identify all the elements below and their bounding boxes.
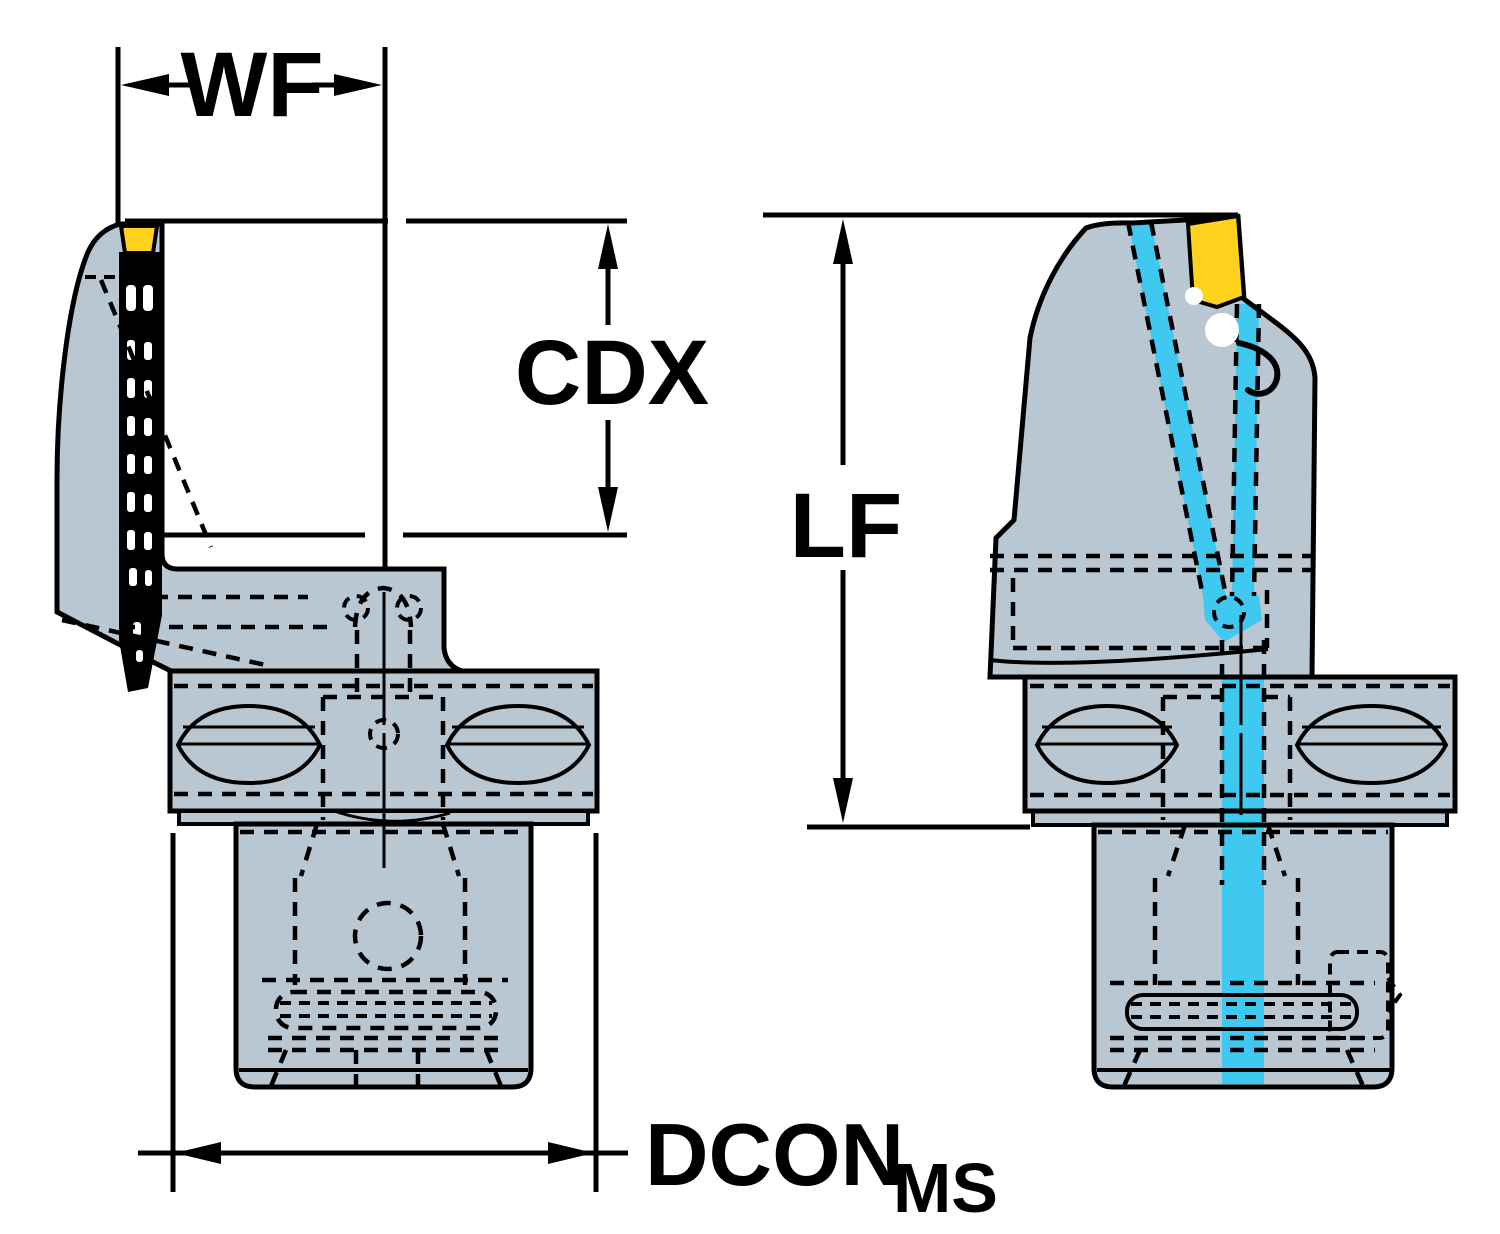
- dimension-lf: LF: [763, 212, 1238, 830]
- dimension-wf: WF: [115, 34, 388, 568]
- left-drive-slots: [175, 703, 592, 786]
- right-hidden-lines: [990, 221, 1450, 1087]
- right-serration-band: [1125, 993, 1359, 1031]
- cdx-label: CDX: [515, 322, 709, 424]
- lf-label: LF: [790, 475, 902, 577]
- left-collet: [233, 821, 534, 1090]
- left-centerline: [336, 592, 451, 868]
- dcon-sub-label: MS: [893, 1149, 998, 1227]
- dcon-label: DCON: [645, 1105, 904, 1204]
- left-cutting-insert: [118, 224, 160, 255]
- wf-label: WF: [180, 34, 323, 136]
- right-drive-slots: [1034, 703, 1449, 786]
- coolant-bore: [1222, 618, 1264, 1084]
- left-view: [54, 221, 600, 1090]
- head-neck-curve: [989, 647, 1269, 665]
- insert-corner-relief: [1185, 287, 1203, 305]
- dimension-dcon: DCON MS: [138, 833, 998, 1227]
- coolant-channels: [1128, 222, 1262, 642]
- blade-serrations: [126, 285, 153, 662]
- left-blade-clamp: [119, 252, 162, 692]
- right-view: [987, 213, 1458, 1090]
- left-body-upper: [54, 221, 463, 674]
- clamp-hook: [1236, 340, 1281, 397]
- dimension-cdx: CDX: [125, 218, 709, 538]
- clamp-screw-hole: [1205, 313, 1239, 347]
